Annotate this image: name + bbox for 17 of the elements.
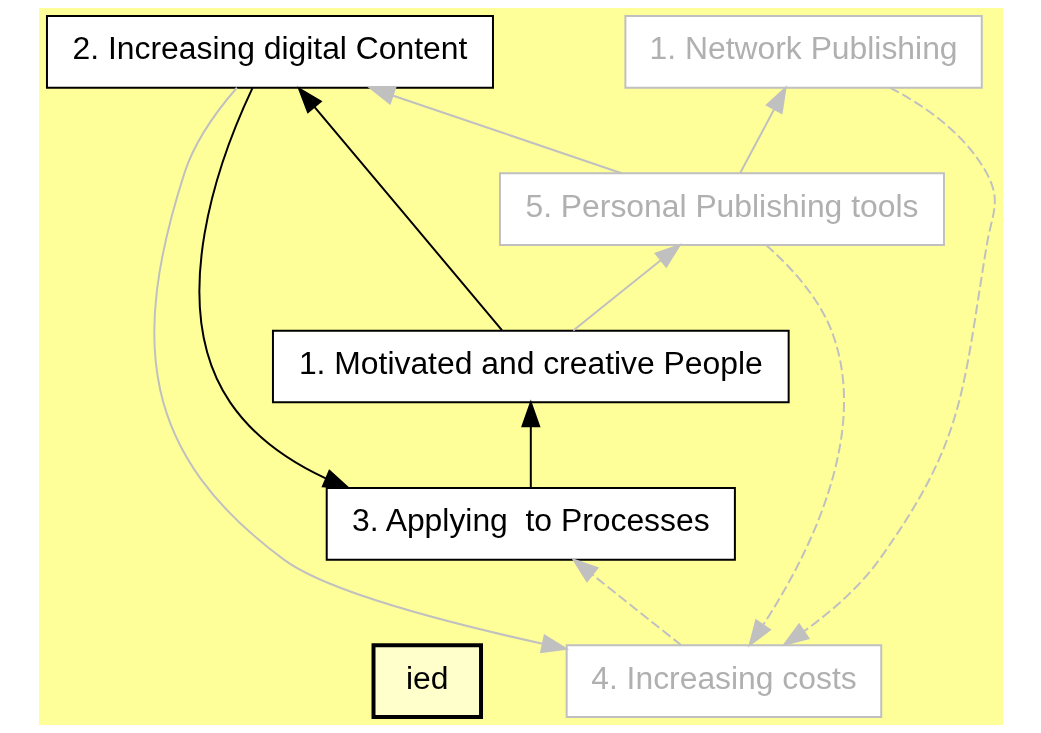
arrow bbox=[781, 86, 996, 647]
arrow bbox=[571, 243, 682, 332]
arrow bbox=[570, 557, 682, 647]
arrow bbox=[197, 87, 351, 489]
node-box: 5. Personal Publishing tools bbox=[498, 172, 945, 247]
node-box: 1. Network Publishing bbox=[623, 15, 983, 89]
node-box: 2. Increasing digital Content bbox=[45, 15, 494, 89]
arrow bbox=[520, 399, 541, 489]
node-box: 3. Applying to Processes bbox=[325, 486, 736, 561]
node-box: 4. Increasing costs bbox=[565, 644, 882, 718]
arrow bbox=[366, 86, 623, 175]
arrow bbox=[152, 86, 569, 654]
arrow bbox=[738, 85, 787, 175]
arrow bbox=[747, 244, 845, 648]
node-box: 1. Motivated and creative People bbox=[271, 329, 790, 404]
arrow bbox=[296, 86, 503, 332]
node-box: ied bbox=[371, 643, 483, 719]
